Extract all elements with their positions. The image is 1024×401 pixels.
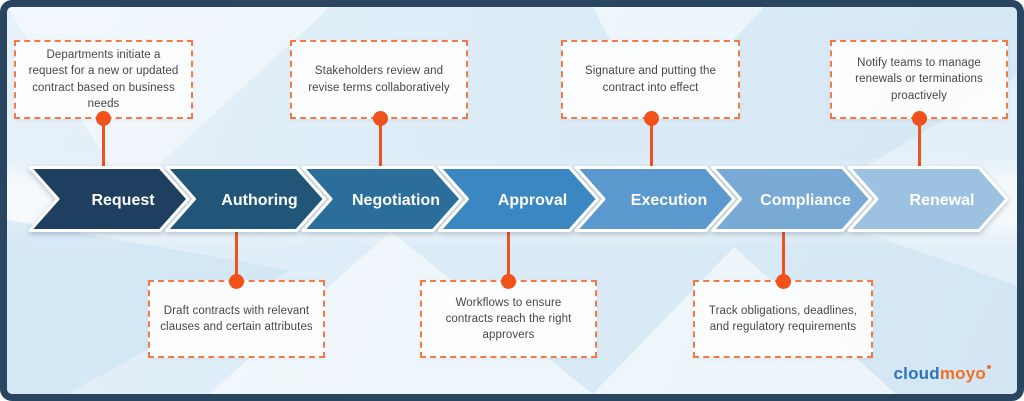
stage-label-approval: Approval [498,192,567,209]
connector-dot-renewal [911,110,927,126]
note-compliance-text: Track obligations, deadlines, and regula… [708,304,858,333]
note-request-text: Departments initiate a request for a new… [28,49,179,110]
stage-arrow-execution [574,166,736,232]
process-flow: Request Authoring Negotiation Approval E… [28,166,1009,232]
stage-arrow-negotiation [301,166,463,232]
stage-arrow-request [28,166,190,232]
note-execution: Signature and putting the contract into … [561,40,740,119]
stage-arrow-renewal [847,166,1009,232]
note-authoring-text: Draft contracts with relevant clauses an… [160,304,313,333]
note-negotiation: Stakeholders review and revise terms col… [290,40,468,119]
logo-moyo: moyo [939,364,986,383]
connector-request [101,118,105,166]
connector-renewal [917,118,921,166]
connector-dot-authoring [228,273,244,289]
note-approval-text: Workflows to ensure contracts reach the … [445,296,572,342]
stage-label-execution: Execution [631,192,707,209]
connector-approval [506,232,510,281]
stage-label-negotiation: Negotiation [352,192,440,209]
stage-label-authoring: Authoring [221,192,297,209]
note-approval: Workflows to ensure contracts reach the … [420,280,597,358]
stage-arrow-authoring [165,166,326,232]
connector-dot-compliance [775,273,791,289]
connector-dot-request [95,110,111,126]
note-compliance: Track obligations, deadlines, and regula… [693,280,873,358]
stage-arrow-compliance [711,166,872,232]
note-renewal: Notify teams to manage renewals or termi… [830,40,1008,119]
connector-authoring [234,232,238,281]
note-request: Departments initiate a request for a new… [14,40,193,119]
note-authoring: Draft contracts with relevant clauses an… [148,280,325,358]
stage-arrow-approval [438,166,599,232]
connector-compliance [781,232,785,281]
connector-negotiation [378,118,382,166]
note-renewal-text: Notify teams to manage renewals or termi… [855,57,983,102]
note-execution-text: Signature and putting the contract into … [584,65,717,94]
note-negotiation-text: Stakeholders review and revise terms col… [308,65,450,94]
stage-label-request: Request [91,192,155,209]
logo-cloud: cloud [893,364,940,383]
stage-label-renewal: Renewal [910,192,975,209]
stage-label-compliance: Compliance [760,192,851,209]
connector-dot-approval [500,273,516,289]
connector-dot-negotiation [372,110,388,126]
connector-dot-execution [643,110,659,126]
cloudmoyo-logo: cloudmoyo [894,364,991,384]
connector-execution [649,118,653,166]
logo-trademark-dot [987,365,991,369]
